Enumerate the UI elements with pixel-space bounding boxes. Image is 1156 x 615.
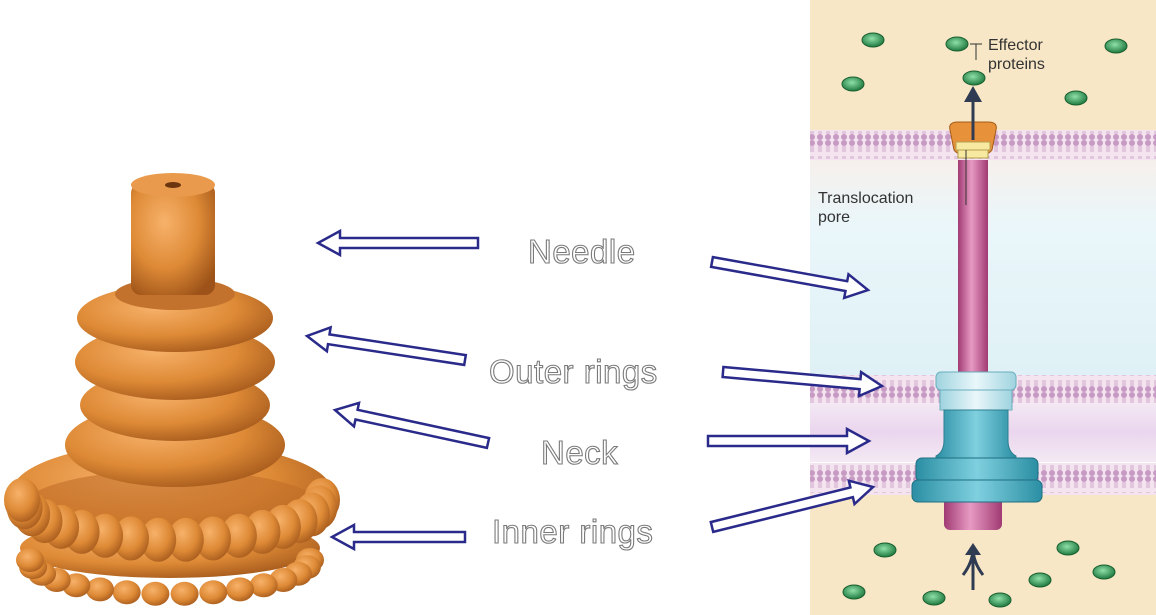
effector-protein xyxy=(923,591,945,605)
label-outer-rings: Outer rings xyxy=(489,353,658,391)
effector-protein xyxy=(989,593,1011,607)
ring-bead xyxy=(171,582,199,606)
ring-lobe xyxy=(4,478,40,522)
ring-bead xyxy=(199,580,227,604)
translocation-line-2: pore xyxy=(818,208,913,227)
needle-shaft xyxy=(958,160,988,380)
translocation-line-1: Translocation xyxy=(818,189,913,208)
basal-body-3d-model xyxy=(4,173,340,606)
ring-bead xyxy=(86,577,114,601)
neck-shape xyxy=(936,410,1016,462)
effector-protein xyxy=(1093,565,1115,579)
arrow-neck-left xyxy=(335,403,489,448)
outer-rings-shape xyxy=(936,372,1016,410)
ring-bead xyxy=(141,582,169,606)
effector-protein xyxy=(946,37,968,51)
ring-bead xyxy=(113,580,141,604)
host-cytoplasm-region xyxy=(810,0,1156,130)
effector-protein xyxy=(874,543,896,557)
ring-bead xyxy=(16,548,44,572)
label-needle: Needle xyxy=(528,233,636,271)
arrow-needle-left xyxy=(318,231,478,255)
effector-line-2: proteins xyxy=(988,55,1045,74)
effector-protein xyxy=(1065,91,1087,105)
label-translocation-pore: Translocation pore xyxy=(818,189,913,227)
effector-protein xyxy=(862,33,884,47)
label-inner-rings: Inner rings xyxy=(492,513,653,551)
inner-rings-shape xyxy=(912,458,1042,502)
effector-line-1: Effector xyxy=(988,36,1045,55)
arrow-outer-rings-left xyxy=(307,327,466,365)
label-effector-proteins: Effector proteins xyxy=(988,36,1045,74)
injectisome-schematic xyxy=(810,0,1156,615)
ring-bead xyxy=(226,577,254,601)
label-neck: Neck xyxy=(541,434,618,472)
arrow-inner-rings-left xyxy=(332,525,465,549)
effector-protein xyxy=(1029,573,1051,587)
effector-protein xyxy=(1105,39,1127,53)
needle-stub xyxy=(131,173,215,295)
effector-protein xyxy=(843,585,865,599)
effector-protein xyxy=(1057,541,1079,555)
effector-protein xyxy=(963,71,985,85)
effector-protein xyxy=(842,77,864,91)
ring-bead xyxy=(250,573,278,597)
